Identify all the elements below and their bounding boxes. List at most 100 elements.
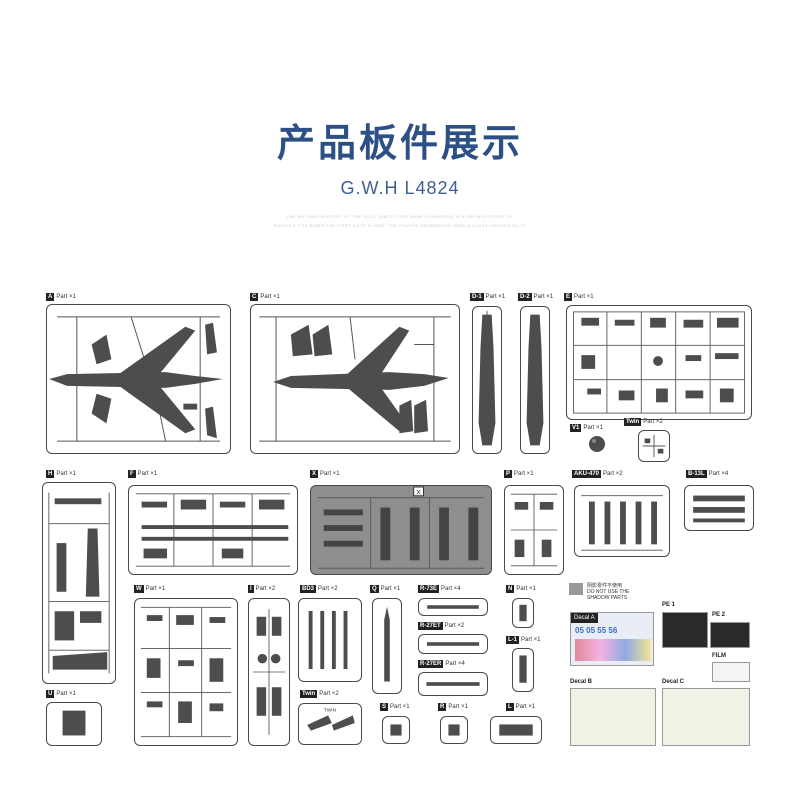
sprue-twin-b-tag: TWIN	[324, 708, 337, 714]
sprue-d2-drawing	[526, 314, 544, 446]
sprue-d2	[520, 306, 550, 454]
sprue-a	[46, 304, 231, 454]
sprue-q-drawing	[384, 606, 390, 682]
fine-print-line-2: RUSSIA'S T-10 BEING THE FIRST SU-27 FLIG…	[273, 223, 527, 228]
sprue-h-drawing	[48, 492, 110, 674]
sprue-r27er-drawing	[426, 682, 480, 686]
note-cn: 阴影零件不使用	[587, 583, 623, 589]
sprue-n-drawing	[519, 604, 527, 622]
sprue-u	[46, 702, 102, 746]
fine-print-line-1: THE MILITARY HISTORY OF THE SU-27 (NATO …	[286, 214, 514, 219]
sprue-twin-b: TWIN	[298, 703, 362, 745]
sprue-e-drawing	[573, 311, 745, 414]
note-en-2: SHADOW PARTS	[587, 595, 628, 601]
sprue-twin-b-drawing: TWIN	[307, 708, 355, 731]
sprue-i-drawing	[252, 609, 286, 735]
decal-a-sheet: Decal A 05 05 55 56	[570, 612, 654, 666]
shadow-swatch	[569, 583, 583, 595]
sprue-h	[42, 482, 116, 684]
sprue-l1-drawing	[519, 655, 527, 683]
sprue-r	[440, 716, 468, 744]
decal-b-tag: Decal B	[570, 679, 593, 685]
sprue-aku470	[574, 485, 670, 557]
sprue-d1	[472, 306, 502, 454]
sprue-i	[248, 598, 290, 746]
sprue-r27er	[418, 672, 488, 696]
sprue-d1-drawing	[478, 310, 496, 446]
sprue-c	[250, 304, 460, 454]
decal-a-markings	[575, 639, 651, 661]
page-title: 产品板件展示	[276, 121, 523, 165]
film-sheet	[712, 662, 750, 682]
sprue-x-tag: X	[416, 489, 421, 496]
sprue-c-drawing	[259, 316, 451, 442]
sprue-l-drawing	[499, 724, 533, 736]
decal-a-numbers: 05 05 55 56	[575, 626, 618, 635]
sprue-p-drawing	[510, 493, 558, 567]
pe1-tag: PE 1	[662, 602, 676, 608]
sprue-f	[128, 485, 298, 575]
pe1-sheet: PE 1	[662, 612, 708, 648]
sprue-x: X	[310, 485, 492, 575]
sprue-r73e-drawing	[427, 605, 479, 609]
sprue-w	[134, 598, 238, 746]
page-subtitle: G.W.H L4824	[340, 178, 460, 198]
sprue-l1	[512, 648, 534, 692]
sprue-r-drawing	[448, 724, 460, 736]
decal-c-tag: Decal C	[662, 679, 685, 685]
sprue-q	[372, 598, 402, 694]
part-v1-dome	[587, 434, 607, 454]
sprue-a-drawing	[49, 316, 223, 442]
sprue-x-drawing: X	[317, 486, 485, 569]
decal-b-sheet	[570, 688, 656, 746]
sprue-aku470-drawing	[581, 495, 663, 551]
film-tag: FILM	[712, 653, 726, 659]
sprue-w-drawing	[140, 606, 232, 738]
sprue-n	[512, 598, 534, 628]
sprue-twin-a	[638, 430, 670, 462]
sprue-s-drawing	[390, 724, 402, 736]
sprue-e	[566, 305, 752, 420]
sprue-f-drawing	[135, 493, 291, 567]
decal-a-label: Decal A	[571, 613, 598, 623]
pe2-sheet	[710, 622, 750, 648]
decal-c-sheet	[662, 688, 750, 746]
sprue-r73e	[418, 598, 488, 616]
pe2-tag: PE 2	[712, 612, 726, 618]
pe1-label: PE 1	[662, 612, 678, 613]
sprue-r27et	[418, 634, 488, 654]
sprue-r27et-drawing	[426, 642, 480, 646]
note-en-1: DO NOT USE THE	[587, 589, 630, 595]
sprue-bd3	[298, 598, 362, 682]
sprue-twin-a-drawing	[642, 434, 666, 458]
sprue-bd3-drawing	[308, 610, 348, 670]
sprue-u-drawing	[62, 710, 86, 736]
sprue-l	[490, 716, 542, 744]
sprue-b13l	[684, 485, 754, 531]
